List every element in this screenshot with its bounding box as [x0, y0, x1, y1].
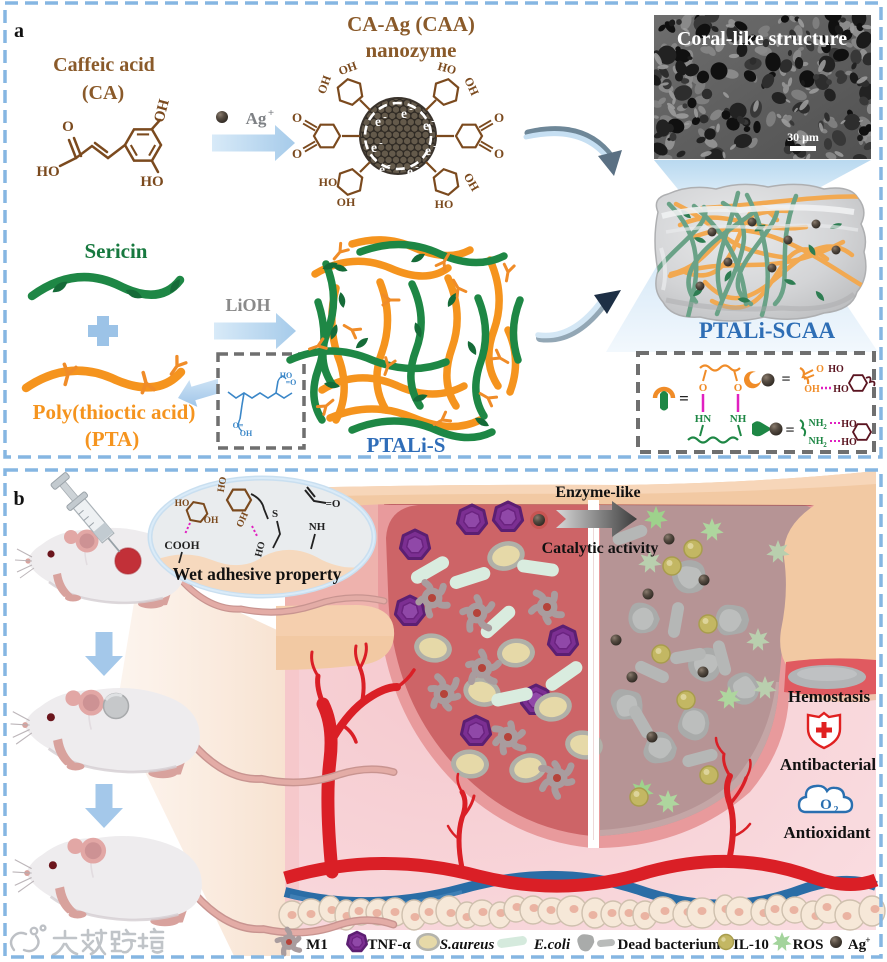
- svg-text:30 μm: 30 μm: [787, 130, 819, 144]
- svg-text:Antioxidant: Antioxidant: [784, 823, 871, 842]
- svg-text:e: e: [379, 162, 385, 177]
- svg-text:M1: M1: [306, 937, 328, 953]
- svg-text:NH: NH: [730, 413, 747, 425]
- svg-text:+: +: [268, 107, 274, 119]
- svg-text:HO: HO: [319, 175, 338, 189]
- svg-text:LiOH: LiOH: [225, 295, 270, 315]
- svg-text:O: O: [494, 110, 504, 125]
- svg-text:OH: OH: [240, 429, 253, 438]
- svg-text:e: e: [375, 114, 381, 129]
- svg-text:S.aureus: S.aureus: [440, 937, 495, 953]
- svg-text:Caffeic acid: Caffeic acid: [53, 54, 155, 76]
- svg-text:O: O: [699, 382, 708, 394]
- svg-text:Sericin: Sericin: [85, 239, 148, 263]
- svg-text:HO: HO: [841, 419, 857, 430]
- svg-text:Catalytic activity: Catalytic activity: [542, 540, 659, 557]
- svg-text:Ag: Ag: [246, 109, 267, 128]
- svg-text:O: O: [734, 382, 743, 394]
- svg-text:=: =: [785, 422, 794, 439]
- svg-text:-: -: [431, 115, 435, 127]
- svg-text:HO: HO: [833, 384, 849, 395]
- svg-text:-: -: [387, 159, 391, 171]
- svg-text:(PTA): (PTA): [85, 427, 139, 451]
- svg-text:E.coli: E.coli: [533, 937, 571, 953]
- svg-text:=: =: [781, 371, 790, 388]
- svg-text:e: e: [401, 106, 407, 121]
- svg-text:HO: HO: [216, 476, 230, 493]
- svg-text:HO: HO: [841, 437, 857, 448]
- svg-text:PTALi-S: PTALi-S: [367, 433, 446, 457]
- svg-text:HO: HO: [36, 164, 59, 180]
- svg-text:O: O: [494, 146, 504, 161]
- svg-text:(CA): (CA): [82, 82, 124, 104]
- svg-text:ROS: ROS: [793, 937, 824, 953]
- svg-text:PTALi-SCAA: PTALi-SCAA: [699, 318, 836, 343]
- svg-text:HO: HO: [253, 540, 268, 558]
- svg-text:-: -: [383, 111, 387, 123]
- svg-text:HO: HO: [280, 371, 292, 380]
- svg-text:2: 2: [834, 805, 839, 816]
- svg-text:NH: NH: [309, 521, 326, 533]
- svg-text:-: -: [409, 103, 413, 115]
- svg-text:-: -: [379, 137, 383, 149]
- svg-text:NH: NH: [809, 436, 824, 447]
- svg-text:OH: OH: [336, 58, 359, 78]
- svg-text:OH: OH: [204, 516, 219, 526]
- svg-text:e: e: [423, 118, 429, 133]
- svg-text:COOH: COOH: [164, 540, 199, 552]
- svg-text:Ag: Ag: [848, 937, 867, 953]
- svg-text:O: O: [820, 797, 832, 813]
- svg-text:=O: =O: [326, 498, 341, 510]
- svg-text:=: =: [679, 389, 689, 408]
- svg-text:-: -: [415, 161, 419, 173]
- svg-text:2: 2: [823, 441, 827, 449]
- svg-text:HO: HO: [175, 499, 190, 509]
- svg-text:=O: =O: [286, 378, 297, 387]
- svg-text:HO: HO: [435, 197, 454, 211]
- svg-text:O: O: [816, 364, 824, 375]
- svg-text:OH: OH: [804, 384, 820, 395]
- svg-text:2: 2: [823, 423, 827, 431]
- svg-text:Hemostasis: Hemostasis: [788, 687, 871, 706]
- svg-text:Antibacterial: Antibacterial: [780, 755, 877, 774]
- svg-text:a: a: [14, 20, 24, 42]
- svg-text:O: O: [292, 110, 302, 125]
- svg-text:HO: HO: [828, 364, 844, 375]
- svg-text:S: S: [272, 508, 278, 520]
- svg-text:-: -: [433, 140, 437, 152]
- svg-text:+: +: [865, 935, 870, 945]
- svg-text:Dead bacterium: Dead bacterium: [618, 937, 721, 953]
- svg-text:Poly(thioctic acid): Poly(thioctic acid): [33, 400, 196, 424]
- svg-text:HO: HO: [436, 59, 458, 77]
- svg-text:OH: OH: [151, 97, 173, 124]
- svg-text:TNF-α: TNF-α: [367, 937, 411, 953]
- svg-text:nanozyme: nanozyme: [366, 38, 457, 62]
- svg-text:Enzyme-like: Enzyme-like: [555, 484, 640, 501]
- svg-text:O: O: [292, 146, 302, 161]
- svg-text:OH: OH: [314, 73, 334, 96]
- svg-text:HN: HN: [695, 413, 712, 425]
- svg-text:b: b: [13, 488, 24, 510]
- svg-text:HO: HO: [140, 174, 163, 190]
- svg-text:NH: NH: [809, 418, 824, 429]
- svg-text:CA-Ag (CAA): CA-Ag (CAA): [347, 12, 475, 36]
- svg-text:Wet adhesive property: Wet adhesive property: [173, 564, 342, 584]
- svg-text:e: e: [425, 143, 431, 158]
- svg-text:OH: OH: [337, 195, 356, 209]
- svg-text:e: e: [407, 164, 413, 179]
- svg-text:e: e: [371, 140, 377, 155]
- svg-text:O: O: [62, 119, 74, 135]
- svg-text:IL-10: IL-10: [733, 937, 769, 953]
- svg-text:Coral-like structure: Coral-like structure: [677, 28, 847, 50]
